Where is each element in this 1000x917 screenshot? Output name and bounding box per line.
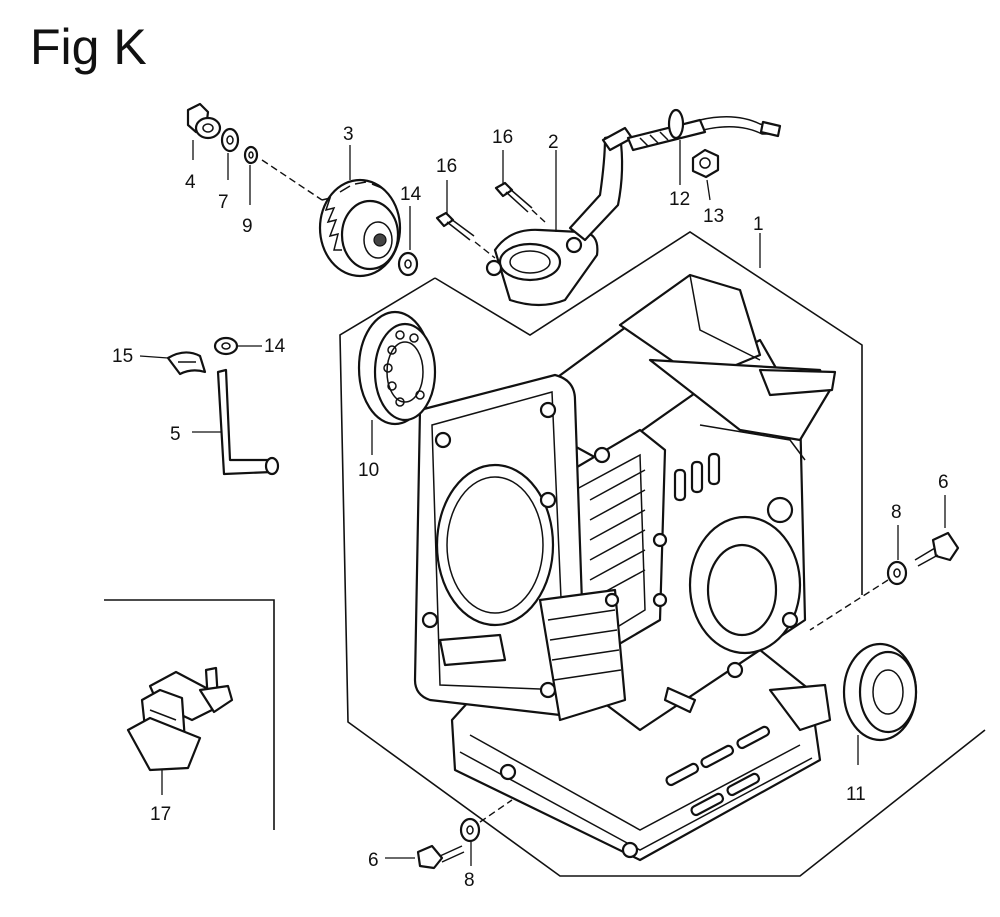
callout-9: 9 — [242, 216, 253, 237]
callout-4: 4 — [185, 172, 196, 193]
leader-13 — [706, 179, 711, 201]
callout-16b: 16 — [436, 156, 457, 177]
callout-8a: 8 — [891, 502, 902, 523]
flange-bolt-bottom — [416, 844, 465, 870]
flange-bolt-lower — [435, 211, 475, 241]
part17-group-frame — [104, 599, 275, 830]
callout-6b: 6 — [368, 850, 379, 871]
oil-seal-part — [842, 642, 918, 742]
washer-9-part — [243, 145, 259, 165]
callout-16a: 16 — [492, 127, 513, 148]
callout-6a: 6 — [938, 472, 949, 493]
callout-5: 5 — [170, 424, 181, 445]
dash-3 — [261, 159, 323, 201]
dash-right — [809, 579, 889, 631]
callout-14b: 14 — [264, 336, 286, 357]
callout-15: 15 — [112, 346, 133, 367]
dash-16b — [474, 241, 496, 259]
callout-7: 7 — [218, 192, 229, 213]
callout-10: 10 — [358, 460, 379, 481]
dash-16a — [531, 209, 546, 223]
washer-14-upper-part — [397, 251, 419, 277]
dash-bottom — [479, 799, 513, 823]
washer-8-bottom-part — [459, 817, 481, 843]
callout-14a: 14 — [400, 184, 422, 205]
governor-arm-shaft-part — [216, 368, 280, 476]
governor-holder-pin-part — [186, 102, 222, 140]
crankcase-group-outline — [339, 231, 986, 877]
callout-2: 2 — [548, 132, 559, 153]
washer-14-lower-part — [213, 336, 239, 356]
callout-3: 3 — [343, 124, 354, 145]
callout-17: 17 — [150, 804, 171, 825]
leader-15 — [139, 355, 169, 359]
washer-7-part — [220, 127, 240, 153]
flange-bolt-right — [914, 531, 960, 567]
flange-bolt-upper — [494, 181, 533, 213]
callout-1: 1 — [753, 214, 764, 235]
nut-part — [691, 148, 720, 179]
oil-filler-tube-part — [485, 126, 634, 307]
callout-13: 13 — [703, 206, 724, 227]
washer-8-right-part — [886, 560, 908, 586]
callout-11: 11 — [846, 784, 866, 805]
callout-8b: 8 — [464, 870, 475, 891]
crankcase-part — [413, 273, 837, 862]
figure-title: Fig K — [30, 19, 147, 75]
callout-12: 12 — [669, 189, 690, 210]
oil-level-sensor-part — [626, 108, 782, 152]
governor-gear-part — [318, 178, 402, 278]
engine-mount-part — [126, 666, 234, 772]
side-slots — [665, 725, 771, 817]
bearing-part — [357, 310, 437, 426]
clip-part — [166, 351, 207, 376]
